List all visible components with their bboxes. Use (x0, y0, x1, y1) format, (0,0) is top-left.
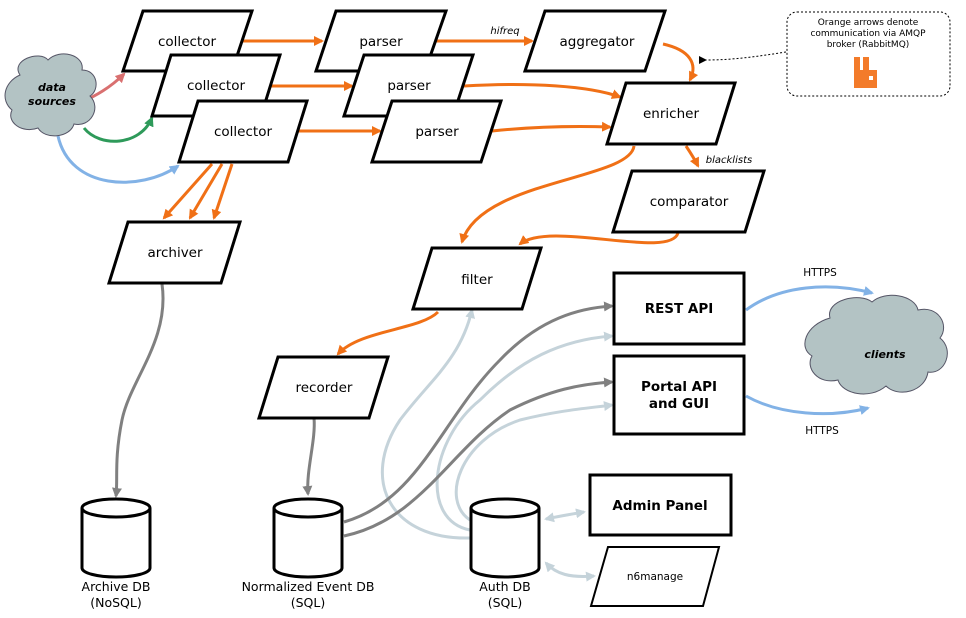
recorder-to-event-db-arrow (302, 417, 316, 496)
rabbitmq-logo-icon (854, 57, 877, 88)
archiver-node[interactable]: archiver (106, 220, 243, 285)
auth-db[interactable]: Auth DB (SQL) (469, 497, 541, 610)
archive-db-label-2: (NoSQL) (90, 595, 142, 610)
clients-label: clients (864, 348, 906, 361)
n6manage-node[interactable]: n6manage (589, 546, 721, 607)
parser-2-to-enricher-arrow (463, 82, 622, 99)
comparator-node[interactable]: comparator (610, 169, 767, 234)
parser-2-label: parser (387, 78, 431, 94)
aggregator-label: aggregator (560, 34, 635, 50)
portal-api-label-2: and GUI (649, 396, 709, 412)
aggregator-node[interactable]: aggregator (522, 9, 668, 73)
comparator-to-filter-arrow (518, 232, 680, 246)
admin-panel-node[interactable]: Admin Panel (588, 473, 733, 537)
parser-3-to-enricher-arrow (491, 121, 612, 133)
parser-3-node[interactable]: parser (369, 99, 504, 164)
auth-db-to-portal-api-arrow (454, 401, 614, 522)
rest-api-to-clients-arrow (745, 285, 874, 312)
note-line-2: communication via AMQP (810, 29, 926, 39)
filter-to-recorder-arrow (336, 310, 440, 356)
comparator-label: comparator (650, 194, 729, 210)
collector-to-archiver-arrow-1 (162, 163, 214, 220)
enricher-node[interactable]: enricher (604, 81, 738, 146)
portal-api-label-1: Portal API (641, 379, 717, 395)
auth-db-to-rest-api-arrow (435, 331, 614, 532)
amqp-edges (162, 36, 700, 356)
auth-db-label-2: (SQL) (488, 595, 523, 610)
archive-db[interactable]: Archive DB (NoSQL) (80, 497, 152, 610)
auth-read-edges (381, 308, 614, 582)
archive-db-label-1: Archive DB (82, 579, 151, 594)
https-label-top: HTTPS (803, 267, 837, 279)
note-line-1: Orange arrows denote (818, 18, 919, 28)
collector-to-archiver-arrow-2 (188, 163, 224, 220)
filter-node[interactable]: filter (410, 246, 544, 311)
event-db[interactable]: Normalized Event DB (SQL) (242, 497, 375, 610)
parser-3-label: parser (415, 124, 459, 140)
https-label-bottom: HTTPS (805, 425, 839, 437)
recorder-label: recorder (296, 380, 353, 396)
rest-api-label: REST API (645, 301, 714, 317)
source-to-collector-3-arrow (56, 135, 180, 184)
portal-api-node[interactable]: Portal API and GUI (612, 354, 746, 436)
blacklists-label: blacklists (706, 155, 752, 166)
clients-cloud[interactable]: clients (804, 294, 948, 395)
event-db-label-2: (SQL) (291, 595, 326, 610)
rest-api-node[interactable]: REST API (612, 271, 746, 346)
event-db-label-1: Normalized Event DB (242, 579, 375, 594)
recorder-node[interactable]: recorder (256, 355, 391, 420)
parser-1-label: parser (359, 34, 403, 50)
data-sources-label-2: sources (28, 95, 76, 108)
aggregator-to-enricher-arrow (662, 42, 699, 82)
collector-3-node[interactable]: collector (176, 99, 310, 164)
auth-db-n6manage-arrow (544, 561, 596, 582)
auth-db-admin-panel-arrow (544, 508, 586, 523)
data-sources-cloud[interactable]: data sources (4, 53, 97, 137)
event-db-to-rest-api-arrow (343, 301, 614, 524)
storage-edges (112, 283, 614, 538)
enricher-label: enricher (643, 106, 699, 122)
auth-db-label-1: Auth DB (479, 579, 530, 594)
collector-3-label: collector (214, 124, 272, 140)
collector-2-label: collector (187, 78, 245, 94)
enricher-to-comparator-arrow (684, 145, 700, 168)
collector-1-label: collector (158, 34, 216, 50)
note-line-3: broker (RabbitMQ) (827, 40, 910, 50)
source-to-collector-2-arrow (82, 116, 154, 143)
archiver-label: archiver (147, 245, 203, 261)
hifreq-label: hifreq (490, 26, 519, 37)
data-sources-label-1: data (38, 81, 66, 94)
event-db-to-portal-api-arrow (343, 377, 614, 538)
portal-api-to-clients-arrow (745, 394, 870, 416)
enricher-to-filter-arrow (459, 145, 636, 244)
n6manage-label: n6manage (627, 571, 683, 583)
amqp-legend-note: Orange arrows denote communication via A… (698, 11, 951, 97)
auth-db-to-filter-arrow (381, 308, 475, 540)
collector-to-archiver-arrow-3 (211, 163, 234, 220)
admin-panel-label: Admin Panel (612, 498, 707, 514)
note-pointer-arrow (698, 51, 787, 65)
archiver-to-archive-db-arrow (112, 283, 165, 498)
filter-label: filter (461, 272, 493, 288)
note-frame (786, 11, 951, 97)
